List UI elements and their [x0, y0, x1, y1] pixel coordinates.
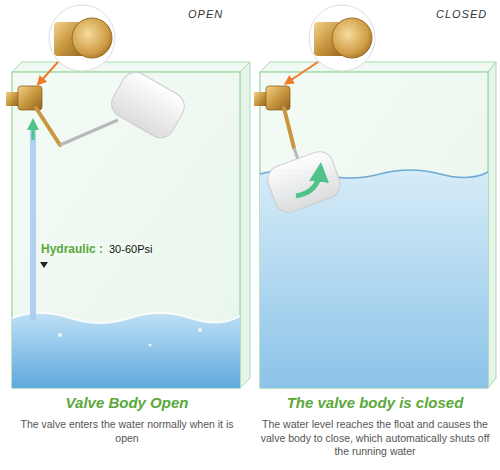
tank-left [12, 62, 250, 388]
caption-text: The water level reaches the float and ca… [258, 418, 492, 459]
pressure-value: 30-60Psi [108, 243, 153, 256]
zoom-circle [49, 5, 115, 71]
caption-heading: The valve body is closed [258, 394, 492, 412]
pointer-arrow [288, 62, 318, 82]
tank-top [260, 62, 496, 72]
tank-front [260, 72, 488, 388]
bubble [198, 328, 202, 332]
caption-panel: Valve Body OpenThe valve enters the wate… [12, 394, 242, 445]
zoom-cap [72, 18, 112, 58]
float-valve-open [6, 67, 189, 145]
float-body [107, 67, 190, 143]
water-flow [30, 130, 36, 320]
lever [284, 108, 294, 148]
caption-panel: The valve body is closedThe water level … [258, 394, 492, 459]
state-label: OPEN [188, 8, 223, 21]
rod [60, 120, 118, 145]
lever [36, 108, 60, 145]
tank-side [240, 62, 250, 388]
valve-body [18, 86, 42, 110]
thread-nipple [6, 92, 18, 106]
float-ball [264, 148, 344, 216]
water [12, 313, 240, 388]
valve-body [266, 86, 290, 110]
float-valve-closed [254, 86, 344, 216]
pointer-triangle [40, 262, 48, 268]
zoom-open [40, 5, 115, 82]
tank-top [12, 62, 250, 72]
bubble [58, 333, 62, 337]
flow-arrow [32, 124, 35, 140]
tank-side [488, 62, 496, 388]
pressure-label: Hydraulic : [40, 242, 104, 256]
bubble [149, 344, 152, 347]
float-body [264, 148, 344, 216]
zoom-closed [288, 5, 375, 82]
float-ball [107, 67, 190, 143]
caption-text: The valve enters the water normally when… [12, 418, 242, 445]
state-label: CLOSED [436, 8, 487, 21]
zoom-circle [309, 5, 375, 71]
thread-nipple [254, 92, 266, 106]
water-surface [12, 313, 240, 323]
pointer-arrow [40, 62, 58, 82]
zoom-cap [332, 18, 372, 58]
caption-heading: Valve Body Open [12, 394, 242, 412]
lift-arrow [296, 172, 320, 196]
tank-right [260, 62, 496, 388]
